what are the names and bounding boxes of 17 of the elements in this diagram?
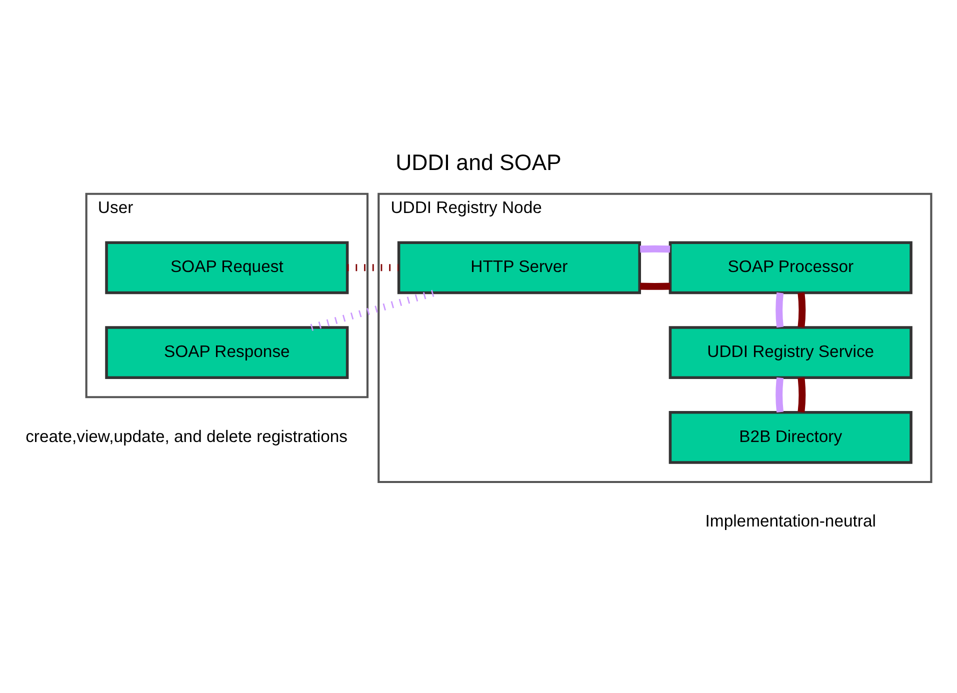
connector bbox=[640, 282, 670, 290]
node-box: HTTP Server bbox=[397, 240, 641, 294]
node-box: SOAP Response bbox=[105, 326, 349, 379]
label: Implementation-neutral bbox=[705, 511, 876, 530]
connector bbox=[798, 292, 806, 328]
connector bbox=[310, 288, 436, 330]
connector bbox=[347, 264, 398, 271]
node-box: SOAP Request bbox=[105, 240, 349, 294]
diagram-title: UDDI and SOAP bbox=[396, 149, 562, 174]
connector bbox=[776, 292, 784, 328]
connector bbox=[640, 244, 670, 252]
node-box: UDDI Registry Service bbox=[668, 326, 912, 379]
label: create,view,update, and delete registrations bbox=[26, 426, 348, 446]
connector bbox=[776, 376, 784, 412]
connector bbox=[798, 376, 806, 412]
node-box: B2B Directory bbox=[668, 410, 912, 464]
node-box: SOAP Processor bbox=[668, 240, 912, 294]
